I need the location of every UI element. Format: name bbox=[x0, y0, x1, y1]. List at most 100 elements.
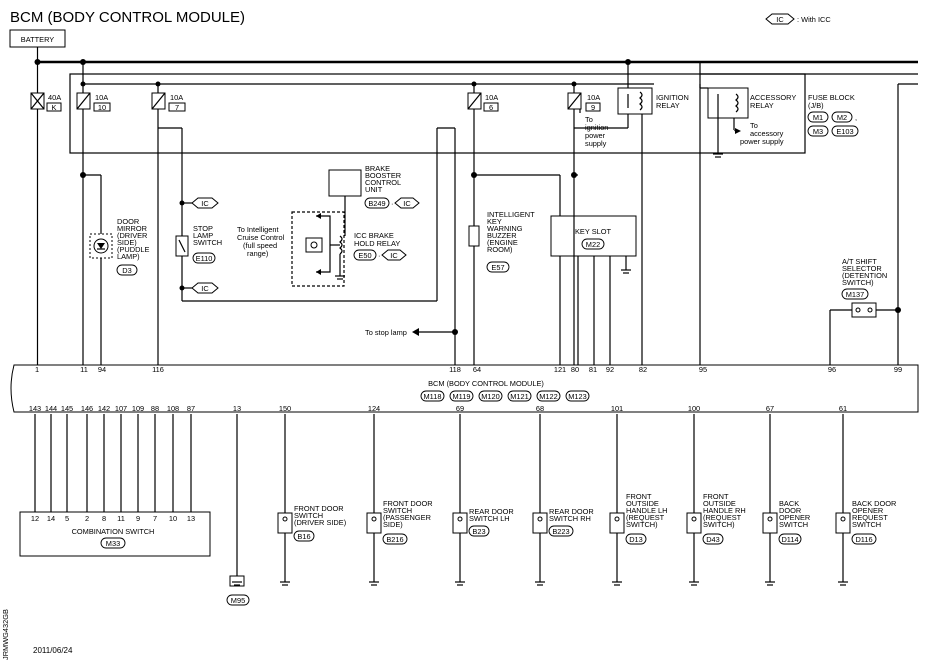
ground-m95: M95 bbox=[226, 414, 250, 606]
svg-text:81: 81 bbox=[589, 365, 597, 374]
svg-text:Cruise Control: Cruise Control bbox=[237, 233, 285, 242]
svg-text:M119: M119 bbox=[453, 392, 471, 401]
svg-text:(PASSENGER: (PASSENGER bbox=[383, 513, 431, 522]
svg-text:M120: M120 bbox=[481, 392, 500, 401]
svg-text:LAMP): LAMP) bbox=[117, 252, 140, 261]
svg-text:HANDLE LH: HANDLE LH bbox=[626, 506, 667, 515]
svg-text:IGNITION: IGNITION bbox=[656, 93, 689, 102]
svg-text:IC: IC bbox=[201, 284, 209, 293]
svg-text:UNIT: UNIT bbox=[365, 185, 383, 194]
svg-text:REQUEST: REQUEST bbox=[852, 513, 888, 522]
svg-text:6: 6 bbox=[489, 103, 493, 112]
svg-text:M122: M122 bbox=[539, 392, 558, 401]
svg-text:ACCESSORY: ACCESSORY bbox=[750, 93, 796, 102]
bcm-block: BCM (BODY CONTROL MODULE) M118 M119 M120… bbox=[10, 364, 919, 413]
svg-text:100: 100 bbox=[688, 404, 700, 413]
svg-text:E50: E50 bbox=[358, 251, 371, 260]
svg-text:To Intelligent: To Intelligent bbox=[237, 225, 279, 234]
svg-text:M118: M118 bbox=[424, 392, 442, 401]
svg-text:M22: M22 bbox=[586, 240, 600, 249]
svg-text:K: K bbox=[52, 103, 57, 112]
svg-text:SWITCH: SWITCH bbox=[193, 238, 222, 247]
svg-text:D116: D116 bbox=[855, 535, 872, 544]
svg-text:range): range) bbox=[247, 249, 268, 258]
combination-switch: 12 14 5 2 8 11 9 7 10 13 COMBINATION SWI… bbox=[19, 511, 211, 557]
switch-front-door-driver: FRONT DOOR SWITCH (DRIVER SIDE) B16 bbox=[277, 414, 346, 586]
svg-text:BOOSTER: BOOSTER bbox=[365, 171, 401, 180]
svg-text:SWITCH: SWITCH bbox=[852, 520, 881, 529]
svg-text:M95: M95 bbox=[231, 596, 245, 605]
svg-text:(DRIVER SIDE): (DRIVER SIDE) bbox=[294, 518, 346, 527]
svg-text:(DRIVER: (DRIVER bbox=[117, 231, 147, 240]
svg-text:10A: 10A bbox=[485, 93, 498, 102]
svg-text:(ENGINE: (ENGINE bbox=[487, 238, 518, 247]
svg-text:BRAKE: BRAKE bbox=[365, 164, 390, 173]
svg-text:REAR DOOR: REAR DOOR bbox=[549, 507, 594, 516]
svg-text:99: 99 bbox=[894, 365, 902, 374]
svg-text:power: power bbox=[585, 131, 606, 140]
svg-text:SWITCH): SWITCH) bbox=[626, 520, 658, 529]
svg-text:107: 107 bbox=[115, 404, 127, 413]
svg-text:68: 68 bbox=[536, 404, 544, 413]
svg-text:To: To bbox=[750, 121, 758, 130]
svg-text:B249: B249 bbox=[368, 199, 385, 208]
page-title: BCM (BODY CONTROL MODULE) bbox=[10, 9, 245, 26]
svg-text:B216: B216 bbox=[386, 535, 403, 544]
svg-text:B16: B16 bbox=[297, 532, 310, 541]
svg-text:ROOM): ROOM) bbox=[487, 245, 512, 254]
svg-text:40A: 40A bbox=[48, 93, 61, 102]
svg-text:10: 10 bbox=[169, 514, 177, 523]
svg-text:B223: B223 bbox=[552, 527, 569, 536]
door-mirror-lamp: DOOR MIRROR (DRIVER SIDE) (PUDDLE LAMP) … bbox=[89, 217, 150, 365]
brake-booster-control-unit: BRAKE BOOSTER CONTROL UNIT B249 · IC bbox=[328, 164, 420, 236]
bcm-top-pins: 1 11 94 116 118 64 121 80 81 92 82 95 96… bbox=[35, 365, 902, 374]
svg-text:10: 10 bbox=[98, 103, 106, 112]
svg-text:·: · bbox=[378, 251, 380, 260]
svg-text:SWITCH): SWITCH) bbox=[703, 520, 735, 529]
svg-text:11: 11 bbox=[117, 514, 125, 523]
svg-text:SWITCH: SWITCH bbox=[779, 520, 808, 529]
svg-text:,: , bbox=[855, 113, 857, 122]
svg-text:E57: E57 bbox=[491, 263, 504, 272]
svg-text:power supply: power supply bbox=[740, 137, 784, 146]
svg-text:9: 9 bbox=[591, 103, 595, 112]
svg-text:WARNING: WARNING bbox=[487, 224, 523, 233]
switch-front-outside-handle-lh: FRONT OUTSIDE HANDLE LH (REQUEST SWITCH)… bbox=[609, 414, 667, 586]
at-shift-selector: A/T SHIFT SELECTOR (DETENTION SWITCH) M1… bbox=[829, 257, 898, 365]
svg-text:14: 14 bbox=[47, 514, 55, 523]
svg-text:1: 1 bbox=[35, 365, 39, 374]
fuse-40a: 40A K bbox=[30, 62, 62, 365]
svg-text:B23: B23 bbox=[472, 527, 485, 536]
svg-text:SWITCH: SWITCH bbox=[383, 506, 412, 515]
svg-text:M137: M137 bbox=[846, 290, 865, 299]
svg-text:M33: M33 bbox=[106, 539, 120, 548]
svg-text:IC: IC bbox=[390, 251, 398, 260]
svg-text:SIDE): SIDE) bbox=[117, 238, 137, 247]
svg-text:OPENER: OPENER bbox=[779, 513, 810, 522]
svg-text:SWITCH): SWITCH) bbox=[842, 278, 874, 287]
svg-text:12: 12 bbox=[31, 514, 39, 523]
svg-text:IC: IC bbox=[201, 199, 209, 208]
svg-text:SWITCH RH: SWITCH RH bbox=[549, 514, 591, 523]
fuse-10a-10: 10A 10 bbox=[76, 84, 111, 365]
svg-text:101: 101 bbox=[611, 404, 623, 413]
svg-text:accessory: accessory bbox=[750, 129, 784, 138]
svg-text:(REQUEST: (REQUEST bbox=[626, 513, 665, 522]
svg-text:95: 95 bbox=[699, 365, 707, 374]
svg-text:RELAY: RELAY bbox=[656, 101, 680, 110]
svg-text:OPENER: OPENER bbox=[852, 506, 883, 515]
svg-text:10A: 10A bbox=[587, 93, 600, 102]
svg-text:COMBINATION SWITCH: COMBINATION SWITCH bbox=[72, 527, 155, 536]
svg-text:FRONT DOOR: FRONT DOOR bbox=[294, 504, 344, 513]
svg-text:supply: supply bbox=[585, 139, 607, 148]
svg-text:FRONT: FRONT bbox=[626, 492, 652, 501]
svg-text:FRONT: FRONT bbox=[703, 492, 729, 501]
svg-text:(full speed: (full speed bbox=[243, 241, 277, 250]
svg-text:M1: M1 bbox=[813, 113, 823, 122]
svg-text:To: To bbox=[585, 115, 593, 124]
svg-text:9: 9 bbox=[136, 514, 140, 523]
svg-text:D3: D3 bbox=[122, 266, 131, 275]
fuse-block-label-1: FUSE BLOCK bbox=[808, 93, 855, 102]
drawing-code: JRMWG432GB bbox=[1, 609, 10, 660]
svg-text:(REQUEST: (REQUEST bbox=[703, 513, 742, 522]
